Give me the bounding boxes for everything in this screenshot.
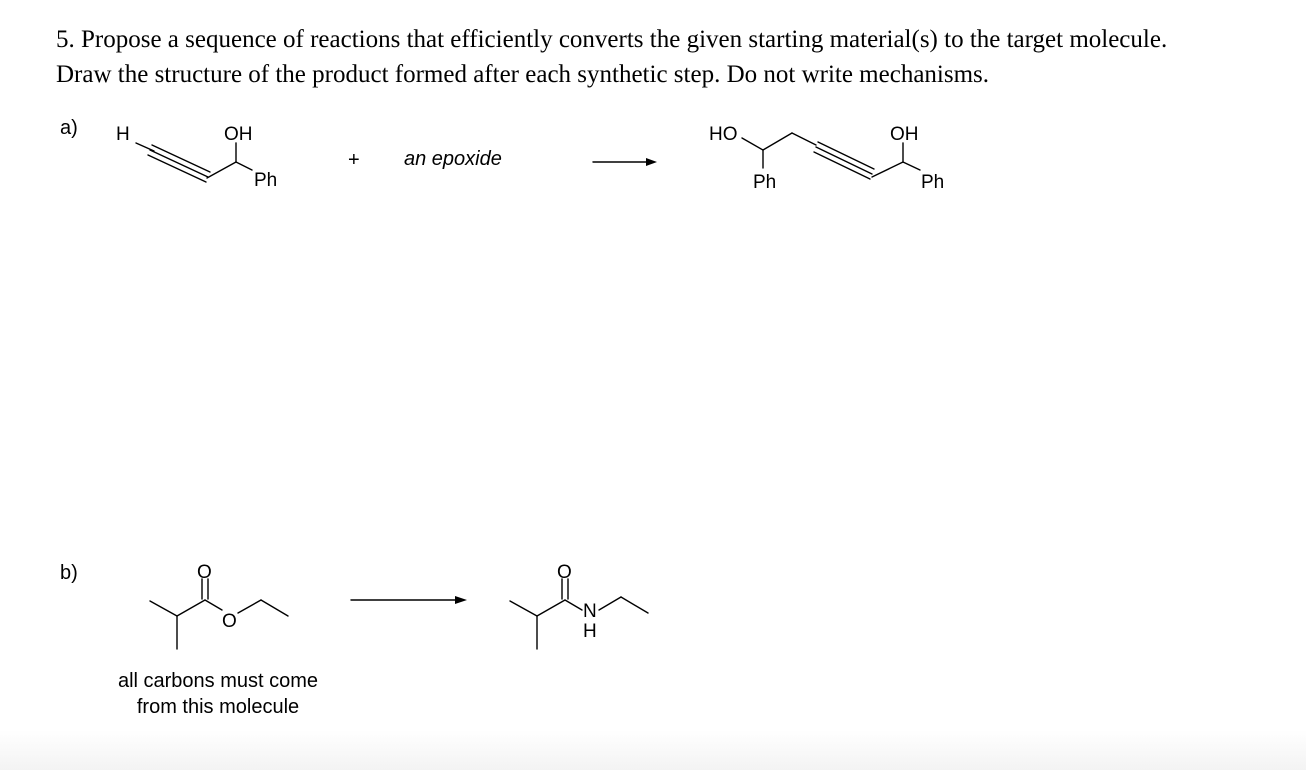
arrowhead-b [455, 596, 467, 604]
bond-O-C [741, 137, 764, 151]
bond-CH2-CH3 [620, 596, 649, 614]
atom-H: H [116, 124, 130, 145]
part-a-starting-material [135, 142, 253, 183]
atom-O-carbonyl: O [197, 562, 212, 583]
atom-OH: OH [224, 124, 253, 145]
bond-carbonyl-O [204, 599, 223, 611]
bond-CH-carbonyl [176, 599, 206, 617]
question-line-1: 5. Propose a sequence of reactions that … [56, 26, 1168, 53]
reagent-epoxide: an epoxide [404, 148, 502, 170]
triple-bond-line-1 [817, 141, 875, 170]
bond-C-Ph-right [902, 161, 921, 171]
atom-HO: HO [709, 124, 738, 145]
atom-Ph-left: Ph [753, 172, 776, 193]
bond-CH2-alkyne [791, 132, 817, 146]
bond-methyl-CH [149, 600, 178, 617]
triple-bond-line-3 [813, 151, 871, 180]
part-b-label: b) [60, 562, 78, 584]
bond-CH2-CH3 [260, 599, 289, 617]
bond-N-CH2 [598, 596, 622, 611]
bond-O-CH2 [237, 599, 262, 614]
arrowhead-a [646, 158, 657, 166]
part-b-note: all carbons must come from this molecule [90, 668, 346, 720]
atom-Ph: Ph [254, 170, 277, 191]
part-b-starting-material [149, 578, 289, 650]
part-a-label: a) [60, 117, 78, 139]
atom-H-amide: H [583, 621, 597, 642]
bond-methyl-CH [509, 600, 538, 617]
triple-bond-line-3 [147, 154, 207, 183]
bond-CH-carbonyl [536, 599, 566, 617]
question-line-2: Draw the structure of the product formed… [56, 61, 990, 88]
atom-Ph-right: Ph [921, 172, 944, 193]
bond-CH2-CH [206, 161, 237, 179]
triple-bond-line-1 [151, 144, 211, 173]
page-bottom-shadow [0, 730, 1306, 770]
bond-C-CH2 [762, 132, 793, 151]
bond-H-C [135, 142, 155, 152]
bond-carbonyl-N [564, 599, 583, 611]
atom-O-carbonyl-target: O [557, 562, 572, 583]
bond-C-Ph [235, 161, 253, 171]
question-prompt: 5. Propose a sequence of reactions that … [56, 22, 1296, 92]
part-a-target-molecule [741, 132, 921, 180]
part-b-target-molecule [509, 578, 649, 650]
atom-OH-target: OH [890, 124, 919, 145]
atom-O-ester: O [222, 611, 237, 632]
bond-CH2-CH [871, 161, 904, 178]
atom-N: N [583, 601, 597, 622]
note-line-1: all carbons must come [117, 670, 319, 692]
note-line-2: from this molecule [136, 696, 300, 718]
triple-bond-line-2 [149, 149, 209, 178]
plus-sign: + [348, 149, 360, 171]
triple-bond-line-2 [815, 146, 873, 175]
